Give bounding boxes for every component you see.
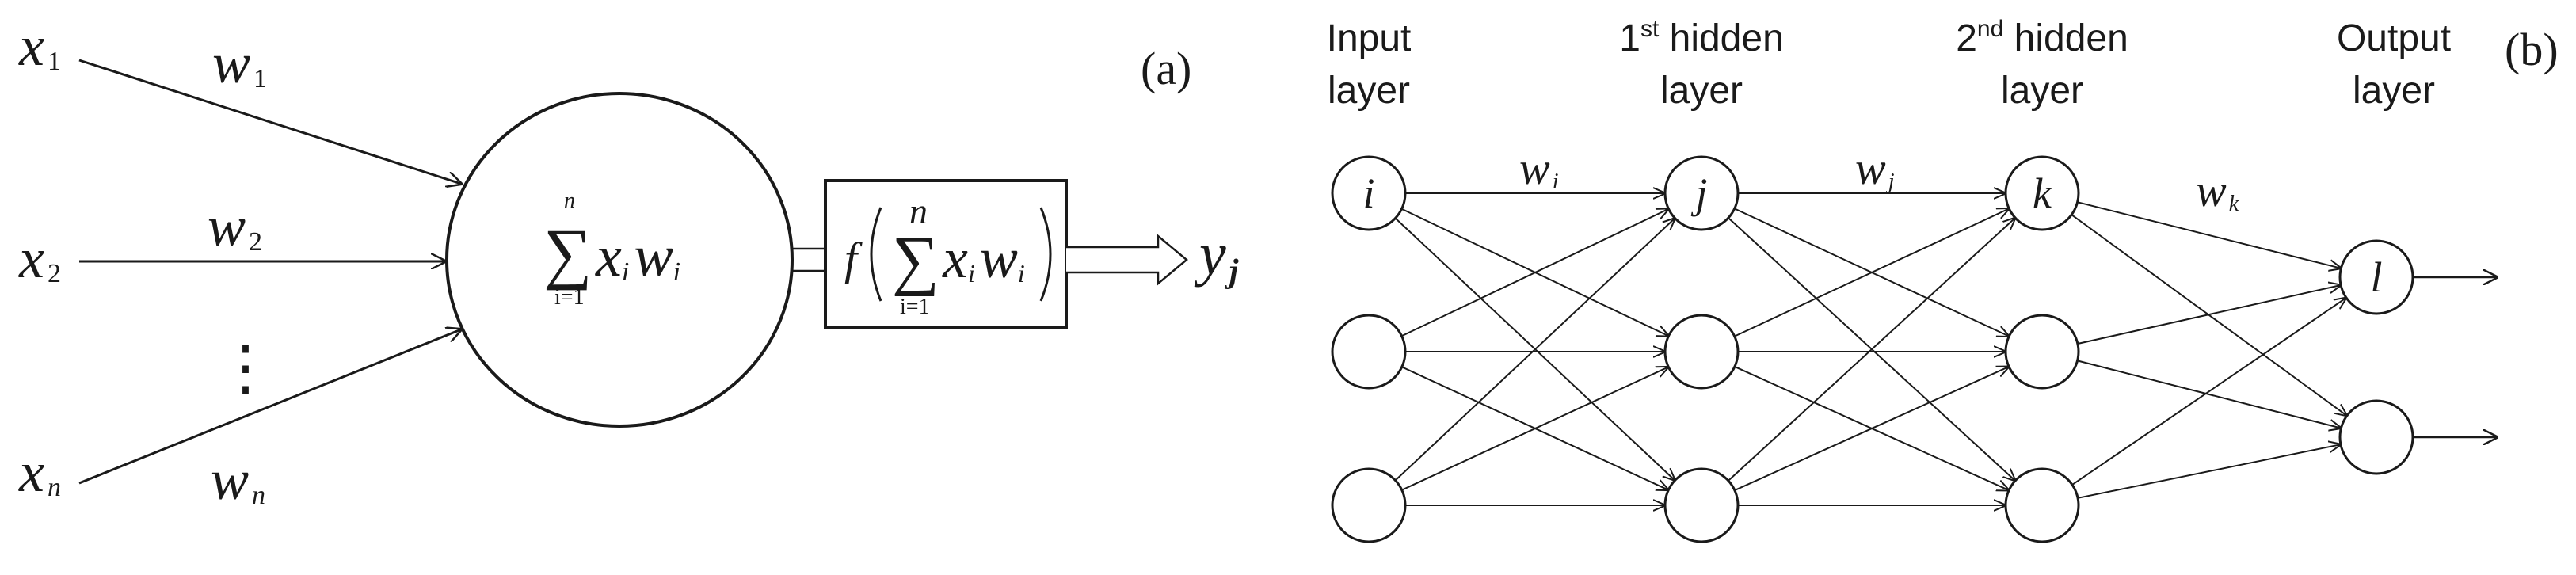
input-ellipsis: ⋮ xyxy=(215,335,276,402)
svg-text:∑: ∑ xyxy=(543,215,592,291)
node-hidden1-2 xyxy=(1663,314,1740,390)
layer-title-output-line1: Output xyxy=(2337,17,2451,59)
node-input-2 xyxy=(1331,314,1407,390)
edge-hidden1-3-to-hidden2-2 xyxy=(1734,367,2009,491)
layer-title-input-line1: Input xyxy=(1327,17,1412,59)
edge-input-3-to-hidden1-2 xyxy=(1401,367,1668,491)
output-hollow-arrow xyxy=(1066,234,1188,286)
layer-title-hidden2-line1: 2nd hidden xyxy=(1956,16,2128,59)
svg-text:∑: ∑ xyxy=(892,223,939,297)
activation-box xyxy=(824,179,1068,329)
edge-hidden2-2-to-output-1 xyxy=(2077,285,2341,345)
node-output-2 xyxy=(2338,399,2414,475)
edge-hidden1-2-to-hidden2-1 xyxy=(1734,208,2010,337)
svg-text:i=1: i=1 xyxy=(900,295,930,319)
network-output-arrows xyxy=(2413,277,2497,437)
input-arrow-1 xyxy=(78,59,461,184)
node-label-hidden1: j xyxy=(1690,169,1707,217)
node-hidden2-3 xyxy=(2004,467,2080,543)
edge-input-2-to-hidden1-1 xyxy=(1401,209,1669,337)
activation-expression: f n ∑ i=1 xiwi xyxy=(844,191,1052,319)
panel-b-label: (b) xyxy=(2505,24,2559,75)
svg-text:xiwi: xiwi xyxy=(942,227,1025,290)
edge-hidden2-1-to-output-1 xyxy=(2077,201,2342,268)
summation-expression: n ∑ i=1 xiwi xyxy=(543,188,680,310)
network-nodes: i j k l xyxy=(1331,155,2414,543)
layer-title-output-line2: layer xyxy=(2353,70,2435,112)
svg-text:i=1: i=1 xyxy=(554,285,585,310)
layer-title-hidden2-line2: layer xyxy=(2001,70,2083,112)
edge-hidden1-3-to-hidden2-1 xyxy=(1728,218,2015,482)
node-output-1 xyxy=(2338,239,2414,315)
node-hidden2-1 xyxy=(2004,155,2080,231)
node-input-3 xyxy=(1331,467,1407,543)
node-hidden1-3 xyxy=(1663,467,1740,543)
svg-text:n: n xyxy=(909,191,928,231)
output-yj-label: yj xyxy=(1194,221,1239,290)
layer-title-input-line2: layer xyxy=(1328,70,1410,112)
svg-text:n: n xyxy=(564,188,575,213)
node-hidden1-1 xyxy=(1663,155,1740,231)
edge-hidden2-3-to-output-1 xyxy=(2071,298,2346,486)
input-arrow-n xyxy=(78,329,461,485)
panel-a-label: (a) xyxy=(1141,43,1191,94)
layer-title-hidden1-line2: layer xyxy=(1660,70,1743,112)
node-label-output: l xyxy=(2370,253,2382,301)
node-hidden2-2 xyxy=(2004,314,2080,390)
edge-hidden2-2-to-output-2 xyxy=(2077,360,2342,428)
summation-neuron xyxy=(445,92,794,428)
edge-input-3-to-hidden1-1 xyxy=(1394,218,1675,482)
node-input-1 xyxy=(1331,155,1407,231)
node-label-hidden2: k xyxy=(2033,169,2052,217)
layer-title-hidden1-line1: 1st hidden xyxy=(1619,16,1784,59)
edge-hidden2-3-to-output-2 xyxy=(2077,444,2341,499)
node-label-input: i xyxy=(1362,169,1374,217)
svg-text:xiwi: xiwi xyxy=(595,224,680,289)
panel-b: (b) Input layer 1st hidden layer 2nd hid… xyxy=(1327,16,2559,543)
network-connections xyxy=(1394,193,2347,505)
